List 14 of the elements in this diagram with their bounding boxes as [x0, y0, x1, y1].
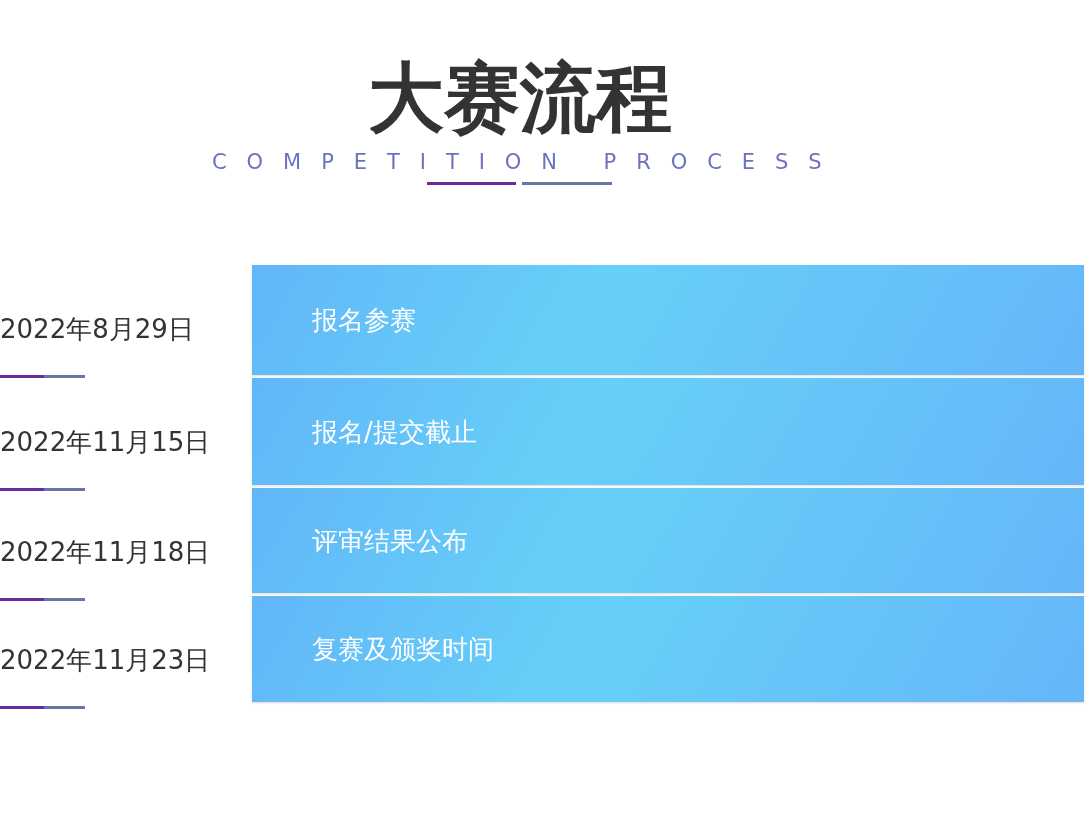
step-text: 复赛及颁奖时间	[312, 632, 494, 666]
step-band	[252, 488, 1084, 593]
date-text: 2022年11月18日	[0, 536, 211, 569]
step-text: 报名/提交截止	[312, 415, 477, 448]
step-band	[252, 378, 1084, 485]
step-text: 报名参赛	[312, 303, 416, 337]
step-text: 评审结果公布	[312, 524, 468, 557]
date-text: 2022年8月29日	[0, 313, 194, 346]
date-text: 2022年11月15日	[0, 426, 211, 459]
step-band	[252, 596, 1084, 702]
subtitle-text: COMPETITION PROCESS	[212, 150, 842, 174]
step-band	[252, 265, 1084, 375]
date-text: 2022年11月23日	[0, 644, 211, 677]
page-title: 大赛流程	[367, 52, 673, 144]
